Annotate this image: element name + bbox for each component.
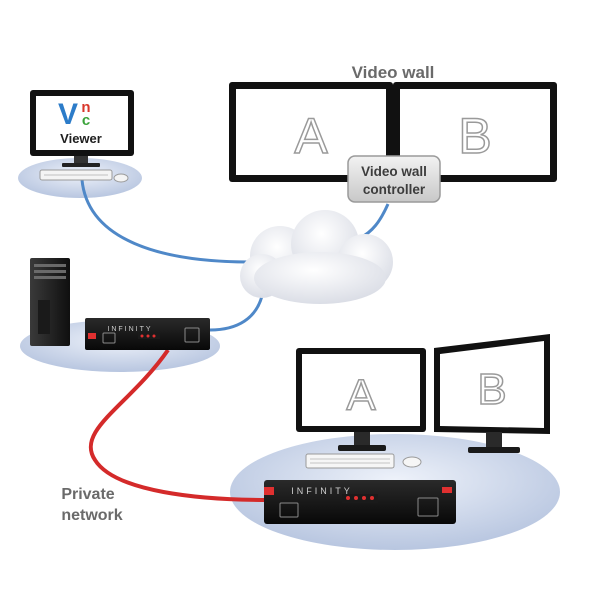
receiver-brand: INFINITY xyxy=(291,486,353,496)
server-pc-tower xyxy=(30,258,70,346)
infinity-receiver: INFINITY xyxy=(264,480,456,524)
vnc-keyboard xyxy=(39,169,113,181)
vnc-logo-c: c xyxy=(82,112,90,129)
blue-cable-server xyxy=(209,295,264,332)
transmitter-brand: INFINITY xyxy=(107,326,152,333)
red-cable-private xyxy=(88,348,269,502)
network-cloud xyxy=(240,210,393,304)
vnc-viewer-monitor: V n c Viewer xyxy=(30,90,134,167)
vnc-logo-n: n xyxy=(81,99,90,116)
vnc-logo-v: V xyxy=(58,98,78,131)
blue-cable-vnc xyxy=(80,179,251,264)
video-wall-label: Video wall xyxy=(352,63,435,82)
wall-screen-b-letter: B xyxy=(458,108,491,164)
desk-keyboard xyxy=(305,453,395,469)
wall-screen-a-letter: A xyxy=(294,108,328,164)
desk-screen-a-letter: A xyxy=(346,371,376,420)
video-wall-controller: Video wall controller xyxy=(347,155,441,203)
desk-monitor-b: B xyxy=(434,334,550,453)
private-network-label-line2: network xyxy=(61,507,122,524)
private-network-label-line1: Private xyxy=(61,486,114,503)
desk-mouse xyxy=(402,456,422,468)
desk-monitor-a: A xyxy=(296,348,426,451)
infinity-transmitter: INFINITY xyxy=(85,318,210,350)
controller-label-line1: Video wall xyxy=(361,164,427,179)
vnc-mouse xyxy=(113,173,129,183)
blue-cable-controller xyxy=(359,203,390,240)
controller-label-line2: controller xyxy=(363,182,426,197)
desk-screen-b-letter: B xyxy=(477,365,506,414)
vnc-viewer-label: Viewer xyxy=(60,131,102,146)
